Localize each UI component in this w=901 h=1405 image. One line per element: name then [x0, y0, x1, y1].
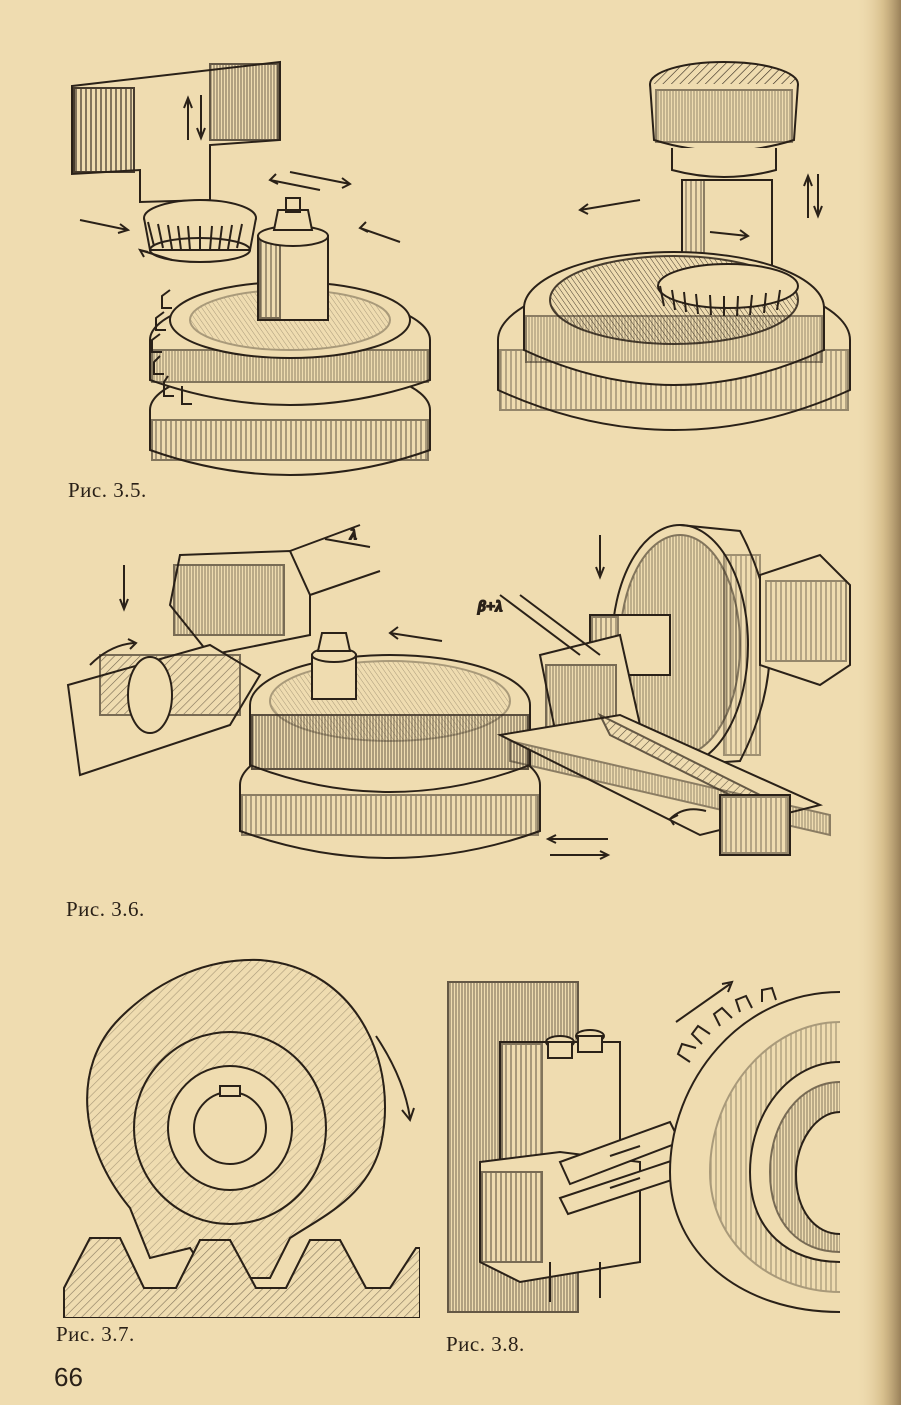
- figure-3-7-drawing: [63, 958, 420, 1318]
- figure-caption-3-8: Рис. 3.8.: [446, 1332, 525, 1356]
- lambda-label: λ: [349, 527, 357, 543]
- ram-block-left: [71, 60, 281, 204]
- hob-holder-left: λ: [119, 524, 381, 657]
- workpiece-wheel-left: [239, 626, 541, 859]
- figure-3-5-drawing: [71, 60, 851, 476]
- grinding-gear-right: [595, 524, 851, 766]
- rack: [63, 1237, 420, 1318]
- figure-caption-3-5: Рис. 3.5.: [68, 478, 147, 502]
- figure-3-6-drawing: λ: [66, 524, 851, 860]
- figure-caption-3-6: Рис. 3.6.: [66, 897, 145, 921]
- figure-caption-3-7: Рис. 3.7.: [56, 1322, 135, 1346]
- tool-column: [447, 981, 692, 1313]
- shaper-spindle-right: [649, 61, 823, 281]
- internal-gear-right: [497, 199, 851, 431]
- cutter-gear-left: [143, 199, 257, 263]
- gear-workpiece-right: [668, 980, 840, 1313]
- figure-3-8-drawing: [447, 980, 840, 1313]
- workpiece-gear-left: [149, 197, 431, 476]
- page-number: 66: [54, 1362, 83, 1392]
- hob-cutter-left: [66, 638, 262, 777]
- rotating-gear: [86, 958, 415, 1279]
- worm-shaft-right: β+λ: [476, 594, 831, 860]
- beta-lambda-label: β+λ: [477, 599, 503, 615]
